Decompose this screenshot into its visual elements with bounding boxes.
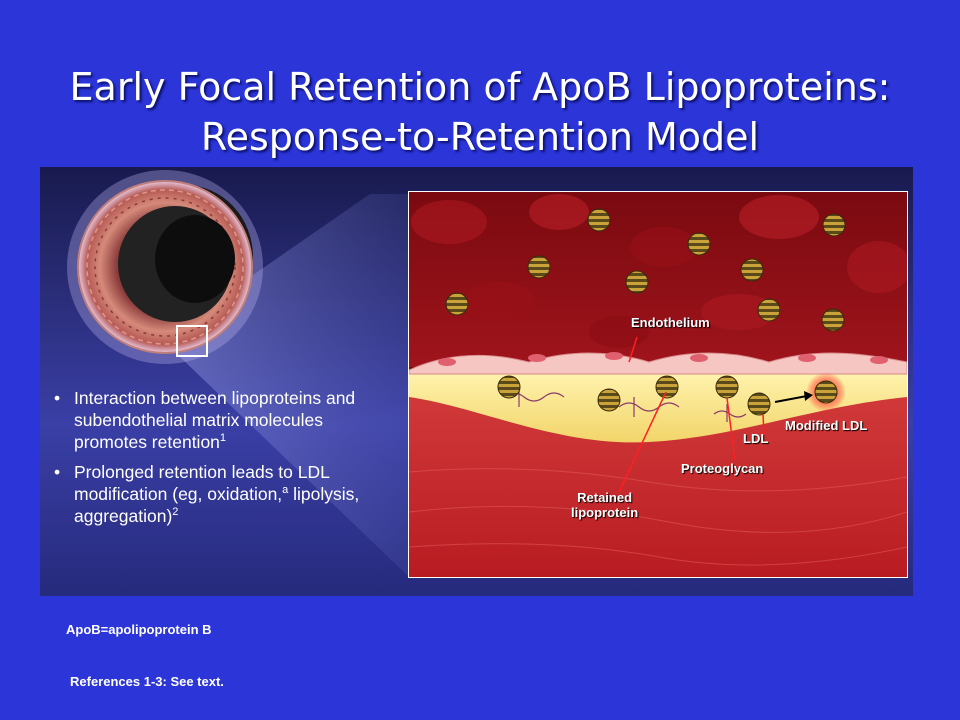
abbreviation-note: ApoB=apolipoprotein B bbox=[66, 622, 212, 637]
modified-ldl-particle bbox=[814, 380, 838, 404]
label-ldl: LDL bbox=[743, 431, 769, 446]
bullet-list: Interaction between lipoproteins and sub… bbox=[54, 387, 384, 535]
retained-ldl-particles bbox=[497, 375, 771, 416]
smooth-muscle-layer bbox=[409, 387, 907, 577]
bullet-retention: Interaction between lipoproteins and sub… bbox=[54, 387, 384, 453]
label-modified-ldl: Modified LDL bbox=[785, 418, 868, 433]
bullet-modification: Prolonged retention leads to LDL modific… bbox=[54, 461, 384, 527]
endothelial-cells bbox=[409, 352, 907, 375]
label-proteoglycan: Proteoglycan bbox=[681, 461, 764, 476]
subendothelial-matrix bbox=[409, 370, 907, 443]
slide-title: Early Focal Retention of ApoB Lipoprotei… bbox=[0, 62, 960, 162]
note-marker: a bbox=[282, 484, 289, 497]
ldl-particles-lumen bbox=[445, 208, 846, 332]
zoom-box bbox=[176, 325, 208, 357]
title-line-2: Response-to-Retention Model bbox=[200, 115, 760, 159]
vessel-cross-section: Endothelium Modified LDL LDL Proteoglyca… bbox=[408, 191, 908, 578]
title-line-1: Early Focal Retention of ApoB Lipoprotei… bbox=[69, 65, 891, 109]
reference-marker: 2 bbox=[172, 506, 179, 519]
content-panel: Interaction between lipoproteins and sub… bbox=[40, 167, 913, 596]
leader-lines bbox=[618, 336, 765, 493]
label-retained-lipoprotein: Retained lipoprotein bbox=[571, 490, 639, 520]
vessel-illustration bbox=[409, 192, 907, 577]
red-blood-cells bbox=[411, 194, 907, 348]
reference-marker: 1 bbox=[219, 432, 227, 445]
references-note: References 1-3: See text. bbox=[70, 674, 224, 689]
label-endothelium: Endothelium bbox=[631, 315, 710, 330]
modification-arrow bbox=[774, 395, 808, 403]
